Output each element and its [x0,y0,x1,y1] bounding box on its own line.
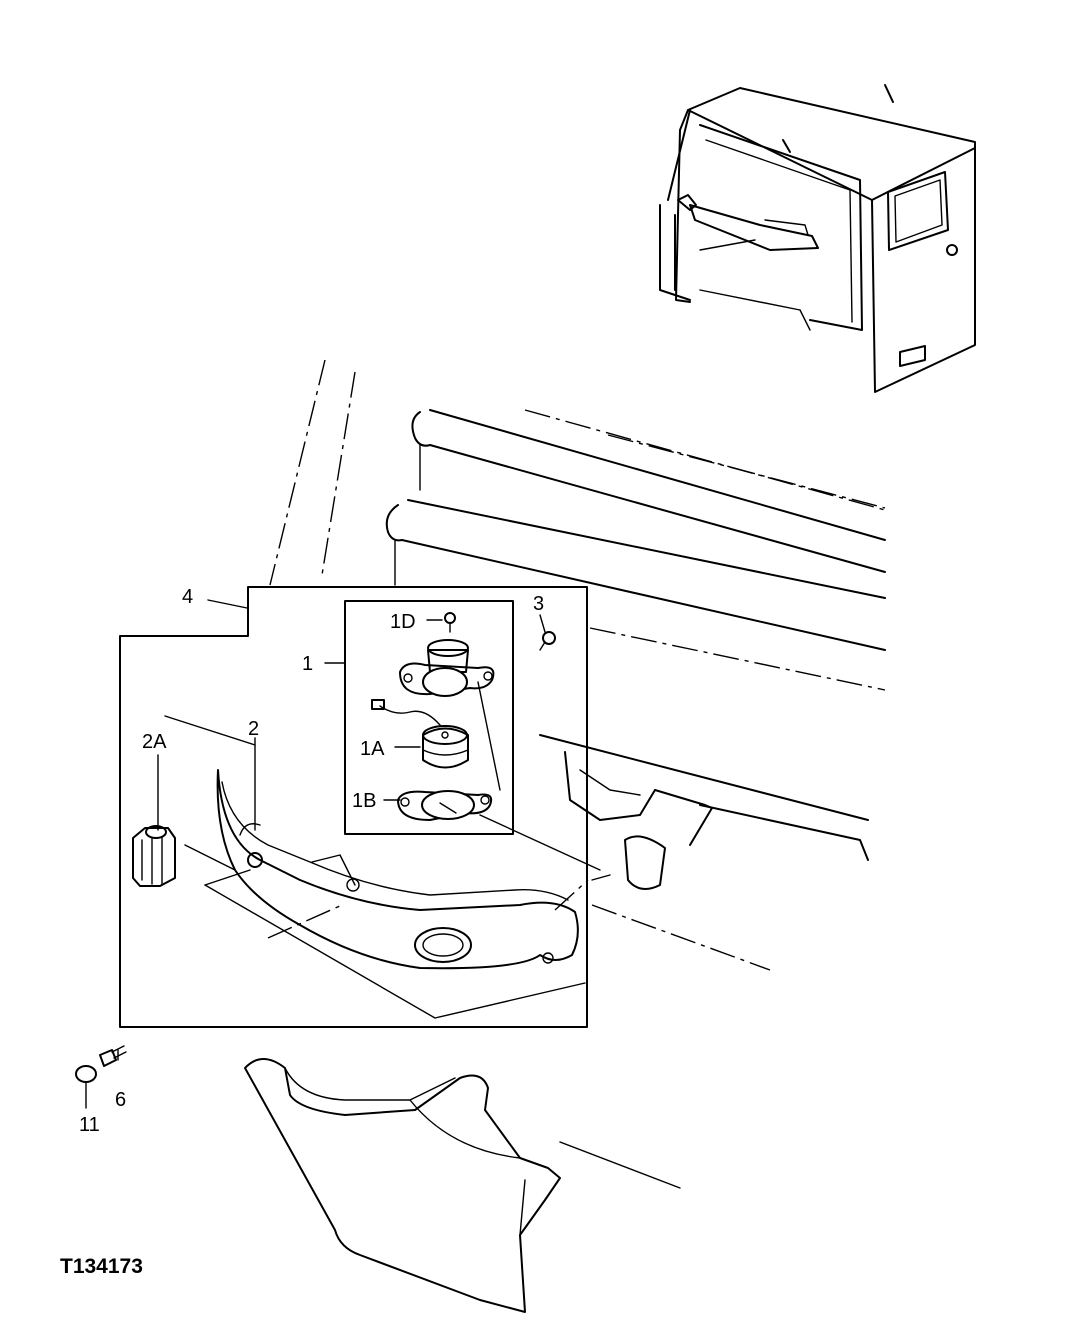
callout-11: 11 [79,1114,100,1136]
part-6-bolt [99,1045,127,1067]
part-2a-bushing [132,825,176,887]
part-1b-base [397,790,493,821]
group-box-1 [344,600,514,835]
part-11-plug [75,1065,97,1083]
callout-1a: 1A [360,738,385,760]
figure-id: T134173 [60,1255,143,1278]
part-1-lamp-housing [399,639,495,697]
part-1a-bulb [371,699,469,769]
part-2-mounting-bracket [184,769,589,1019]
callout-labels: 4 1 1D 3 1A 1B 2A 2 6 11 [79,586,544,1136]
callout-2: 2 [248,718,259,740]
callout-1d: 1D [390,611,416,633]
part-1d-screw [444,612,456,633]
callout-6: 6 [115,1089,126,1111]
group-box-4 [119,586,588,1028]
cab-overview-illustration [659,84,976,393]
machine-background-lines [269,359,886,1189]
lower-cover-panel [244,1058,561,1313]
callout-1: 1 [302,653,313,675]
callout-4: 4 [182,586,193,608]
part-3-screw [539,631,556,651]
callout-3: 3 [533,593,544,615]
callout-1b: 1B [352,790,376,812]
callout-2a: 2A [142,731,167,753]
leader-lines [85,599,601,1109]
